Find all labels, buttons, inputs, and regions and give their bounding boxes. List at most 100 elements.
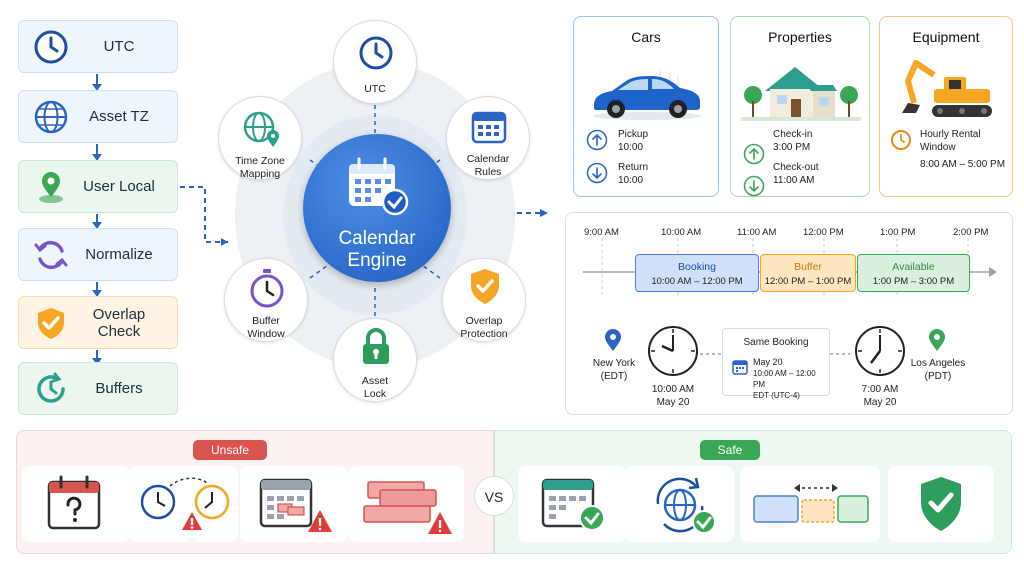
flow-arrow	[92, 214, 102, 229]
return-time: 10:00	[618, 175, 644, 186]
unsafe-tile-calendar-conflict	[240, 466, 348, 542]
calendar-warning-icon	[259, 478, 332, 532]
node-calendar-rules: Calendar Rules	[446, 96, 530, 180]
location-pin-icon	[39, 171, 63, 203]
checkin-info: Check-in 3:00 PM	[773, 128, 812, 154]
right-time: 7:00 AM May 20	[852, 383, 908, 409]
block-time: 1:00 PM – 3:00 PM	[872, 276, 955, 287]
booking-date: May 20	[753, 357, 783, 367]
house-icon	[741, 67, 861, 121]
clock-icon	[359, 36, 393, 70]
arrow-up-circle-icon	[586, 129, 608, 151]
excavator-icon	[902, 60, 992, 117]
timeline-block-available: Available 1:00 PM – 3:00 PM	[857, 254, 970, 292]
pipeline-step-asset-tz: Asset TZ	[18, 90, 178, 143]
pickup-time: 10:00	[618, 142, 644, 153]
pipeline-step-normalize: Normalize	[18, 228, 178, 281]
safe-badge: Safe	[700, 440, 760, 460]
checkin-time: 3:00 PM	[773, 142, 811, 153]
engine-title: Calendar Engine	[303, 228, 451, 272]
node-label: Asset Lock	[334, 375, 416, 401]
buffer-blocks-icon	[753, 484, 869, 523]
pipeline-step-overlap-check: Overlap Check	[18, 296, 178, 349]
node-label-line: Window	[247, 328, 285, 340]
card-title: Properties	[768, 29, 832, 45]
same-booking-card: Same Booking May 20 10:00 AM – 12:00 PM …	[722, 328, 830, 400]
clock-time: 7:00 AM	[861, 384, 899, 395]
shield-check-icon	[38, 307, 64, 339]
pipeline-step-label: Overlap Check	[92, 305, 146, 340]
block-label: Available	[892, 261, 935, 273]
shield-check-icon	[921, 477, 961, 531]
checkout-info: Check-out 11:00 AM	[773, 161, 819, 187]
shield-check-icon	[471, 269, 499, 304]
return-label: Return	[618, 162, 649, 173]
node-label-line: Rules	[474, 166, 502, 178]
clock-time: 10:00 AM	[651, 384, 695, 395]
node-label-line: Overlap	[465, 315, 503, 327]
flow-arrow	[92, 144, 102, 161]
overlap-warning-icon	[363, 481, 452, 534]
pipeline-step-label: Normalize	[85, 246, 153, 263]
safe-tile-buffered-bookings	[740, 466, 880, 542]
card-title: Equipment	[912, 29, 980, 45]
refresh-icon	[34, 240, 68, 269]
pipeline-step-user-local: User Local	[18, 160, 178, 213]
city-zone: (EDT)	[600, 371, 628, 382]
engine-title-line: Engine	[347, 250, 407, 271]
pipeline-step-buffers: Buffers	[18, 362, 178, 415]
tick-label: 11:00 AM	[737, 227, 777, 238]
left-time: 10:00 AM May 20	[645, 383, 701, 409]
clock-mismatch-warning-icon	[140, 477, 230, 530]
unsafe-tile-clock-mismatch	[130, 466, 238, 542]
block-time: 10:00 AM – 12:00 PM	[651, 276, 743, 287]
safe-tile-global-sync	[626, 466, 734, 542]
dashed-link	[700, 353, 850, 355]
flow-arrow	[92, 282, 102, 297]
asset-card-cars: Cars Pickup 10:00 Return 10:00	[573, 16, 719, 197]
vs-badge: VS	[474, 476, 514, 516]
node-utc: UTC	[333, 20, 417, 104]
unsafe-badge: Unsafe	[193, 440, 267, 460]
timeline-panel	[565, 212, 1013, 415]
engine-core: Calendar Engine	[303, 134, 451, 282]
analog-clock-icon	[855, 326, 905, 376]
node-time-zone-mapping: Time Zone Mapping	[218, 96, 302, 180]
checkout-time: 11:00 AM	[773, 175, 815, 186]
timeline-block-buffer: Buffer 12:00 PM – 1:00 PM	[760, 254, 856, 292]
block-label: Buffer	[794, 261, 822, 273]
globe-sync-check-icon	[656, 477, 716, 534]
arrow-up-circle-icon	[743, 143, 765, 165]
globe-pin-icon	[243, 111, 279, 147]
asset-card-equipment: Equipment Hourly Rental Window 8:00 AM –…	[879, 16, 1013, 197]
pipeline-step-label: Asset TZ	[89, 108, 149, 125]
calendar-icon	[732, 360, 748, 375]
lock-icon	[363, 328, 389, 364]
return-info: Return 10:00	[618, 161, 648, 187]
clock-icon	[891, 130, 911, 150]
timer-icon	[37, 372, 65, 403]
booking-zone: EDT (UTC-4)	[753, 391, 800, 400]
node-asset-lock: Asset Lock	[333, 318, 417, 402]
location-pin-icon	[929, 329, 945, 351]
tick-label: 2:00 PM	[953, 227, 989, 238]
card-title: Cars	[631, 29, 661, 45]
calendar-check-icon	[541, 478, 605, 531]
node-label: Overlap Protection	[443, 315, 525, 341]
car-icon	[593, 67, 701, 120]
pipeline-step-utc: UTC	[18, 20, 178, 73]
clock-date: May 20	[863, 397, 897, 408]
node-label-line: Asset	[361, 375, 389, 387]
node-label-line: Calendar	[466, 153, 510, 165]
asset-card-properties: Properties Check-in 3:00 PM Check-out 11…	[730, 16, 870, 197]
pipeline-step-label: UTC	[103, 38, 135, 55]
rental-label: Hourly Rental	[920, 129, 981, 140]
pickup-info: Pickup 10:00	[618, 128, 648, 154]
stopwatch-icon	[250, 269, 284, 308]
tick-label: 1:00 PM	[880, 227, 916, 238]
pipeline-step-label: User Local	[83, 178, 155, 195]
safe-tile-protected	[888, 466, 994, 542]
same-booking-details: May 20 10:00 AM – 12:00 PM EDT (UTC-4)	[753, 357, 829, 401]
checkin-label: Check-in	[773, 129, 813, 140]
node-label: UTC	[364, 83, 386, 95]
